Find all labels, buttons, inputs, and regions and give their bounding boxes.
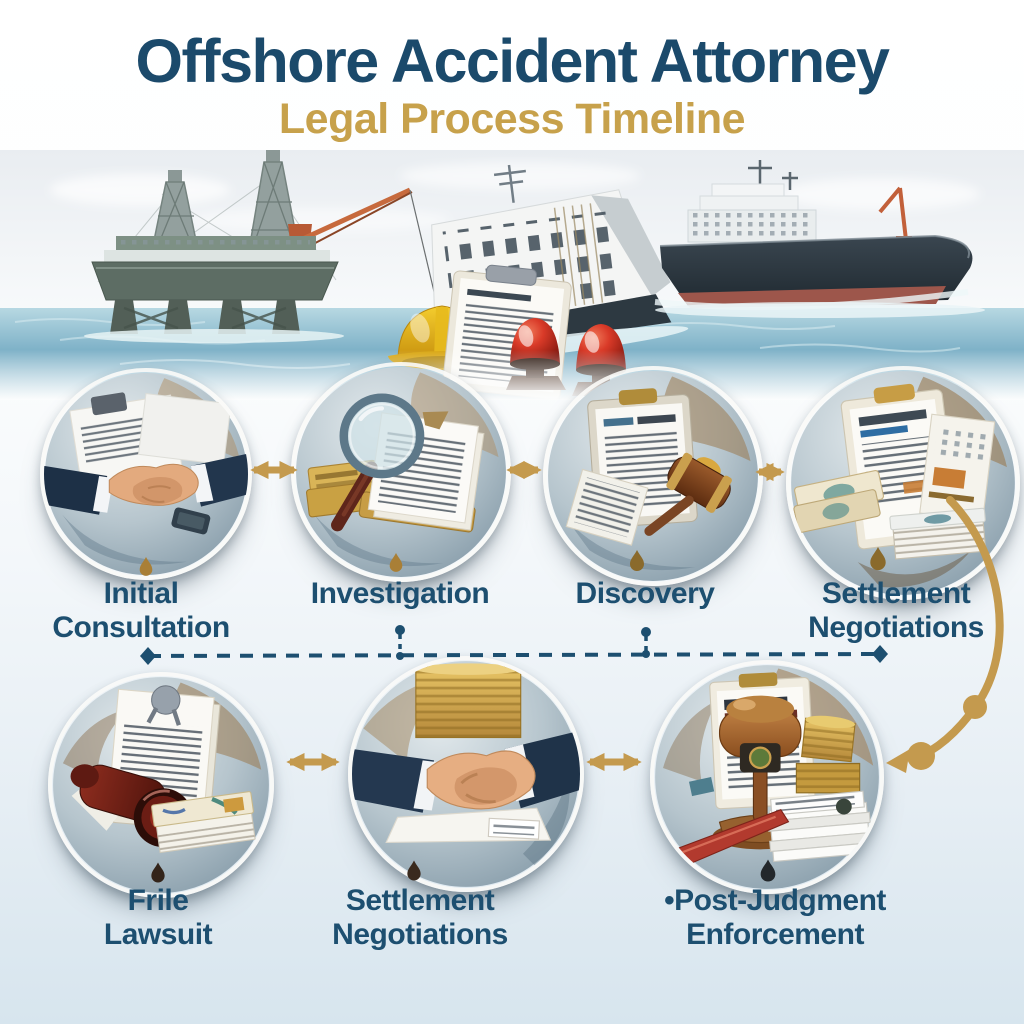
gold-cash-stacks: [795, 715, 861, 794]
step-label-settlement-negotiations-2: Settlement Negotiations: [280, 884, 560, 952]
step-label-line: Consultation: [52, 611, 230, 644]
offshore-oil-rig: [84, 150, 437, 343]
magnifying-glass: [331, 393, 425, 532]
step-circle-file-lawsuit: [48, 672, 274, 898]
settlement-paper: [385, 807, 552, 843]
phone: [171, 507, 211, 535]
evidence-tag: [688, 777, 715, 797]
step-circle-settlement-negotiations: [786, 366, 1020, 600]
standing-gavel-documents-icon: [655, 665, 879, 889]
step-label-discovery: Discovery: [505, 577, 785, 611]
step-label-line: Lawsuit: [103, 918, 213, 951]
curve-node: [907, 742, 935, 770]
handshake-icon: [44, 373, 248, 575]
gavel-banknotes-icon: [53, 677, 269, 893]
paper-pile: [767, 790, 873, 863]
step-circle-initial-consultation: [40, 368, 252, 580]
handshake-cash-icon: [352, 661, 580, 887]
cash-stack: [889, 507, 987, 560]
handshake: [352, 730, 580, 813]
banknote-stack: [151, 791, 256, 854]
step-label-investigation: Investigation: [260, 577, 540, 611]
legal-documents: [69, 392, 232, 485]
step-label-initial-consultation: Initial Consultation: [1, 577, 281, 645]
step-circle-post-judgment-enforcement: [650, 660, 884, 894]
step-label-line: Settlement: [345, 884, 495, 917]
step-label-line: Investigation: [310, 577, 490, 610]
step-label-settlement-negotiations: Settlement Negotiations: [756, 577, 1024, 645]
magnifier-documents-icon: [296, 367, 506, 577]
step-label-line: Negotiations: [332, 918, 508, 951]
cargo-ship: [654, 160, 985, 318]
step-circle-discovery: [543, 366, 763, 586]
step-circle-investigation: [291, 362, 511, 582]
step-label-post-judgment-enforcement: •Post-Judgment Enforcement: [635, 884, 915, 952]
handshake: [44, 453, 248, 515]
step-label-line: Settlement: [821, 577, 971, 610]
page-subtitle: Legal Process Timeline: [278, 95, 746, 144]
gavel: [644, 452, 732, 536]
step-label-line: Discovery: [575, 577, 715, 610]
curve-arrowhead: [886, 749, 910, 773]
documents-cash-icon: [791, 371, 1015, 595]
step-label-line: Initial: [103, 577, 179, 610]
step-label-line: Negotiations: [808, 611, 984, 644]
step-label-line: Enforcement: [686, 918, 864, 951]
step-circle-settlement-negotiations-2: [348, 656, 584, 892]
header: Offshore Accident Attorney Legal Process…: [0, 27, 1024, 144]
step-label-line: Frile: [127, 884, 189, 917]
banknotes: [793, 470, 885, 533]
page-title: Offshore Accident Attorney: [135, 27, 890, 95]
notes-page: [565, 468, 649, 546]
exhibit-page: [919, 413, 996, 522]
gold-paper-stack: [415, 663, 522, 739]
curve-node: [963, 695, 987, 719]
ocean-scene: [0, 150, 1024, 400]
clipboard-gavel-icon: [548, 371, 758, 581]
step-label-line: •Post-Judgment: [664, 884, 886, 917]
step-label-file-lawsuit: Frile Lawsuit: [18, 884, 298, 952]
